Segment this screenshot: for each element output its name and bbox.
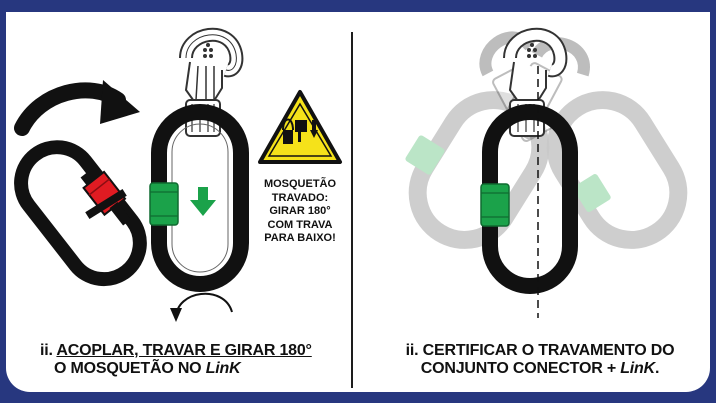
right-caption-line-1: ii. CERTIFICAR O TRAVAMENTO DO — [405, 342, 675, 359]
right-caption-line2-main: CONJUNTO CONECTOR + — [420, 360, 621, 377]
carabiner-rotated-icon — [14, 140, 147, 287]
warning-line-4: COM TRAVA — [267, 218, 333, 231]
carabiner-main-icon — [480, 104, 578, 294]
top-header-bar — [0, 0, 716, 12]
warning-text: MOSQUETÃO TRAVADO: GIRAR 180° COM TRAVA … — [250, 178, 350, 246]
left-caption-line-2: O MOSQUETÃO NO LinK — [40, 360, 340, 378]
warning-icon — [258, 90, 342, 164]
warning-line-5: PARA BAIXO! — [264, 232, 336, 244]
rotate-arrow-icon — [14, 80, 140, 136]
left-caption-link: LinK — [205, 360, 241, 377]
arrow-down-icon — [190, 187, 216, 216]
warning-line-1: MOSQUETÃO — [263, 178, 337, 190]
left-caption-prefix: ii. — [40, 342, 53, 359]
right-caption-line-2: CONJUNTO CONECTOR + LinK. — [380, 360, 700, 378]
left-caption-line2-main: O MOSQUETÃO NO — [54, 360, 206, 377]
right-caption-period: . — [654, 360, 660, 377]
rotate-180-icon — [170, 292, 233, 322]
left-caption-title: ACOPLAR, TRAVAR E GIRAR 180° — [56, 342, 312, 359]
bottom-border-bar — [0, 392, 716, 403]
warning-line-2: TRAVADO: — [271, 191, 329, 204]
right-caption: ii. CERTIFICAR O TRAVAMENTO DO CONJUNTO … — [380, 342, 700, 378]
panel-divider — [351, 32, 353, 388]
carabiner-gate-icon — [85, 188, 127, 220]
carabiner-ghost-right-icon — [546, 91, 688, 249]
right-caption-link: LinK — [620, 360, 655, 377]
left-caption: ii. ACOPLAR, TRAVAR E GIRAR 180° O MOSQU… — [40, 342, 340, 378]
carabiner-locked-icon — [149, 104, 249, 292]
left-caption-line-1: ii. ACOPLAR, TRAVAR E GIRAR 180° — [40, 342, 340, 360]
warning-line-3: GIRAR 180° — [269, 205, 331, 217]
